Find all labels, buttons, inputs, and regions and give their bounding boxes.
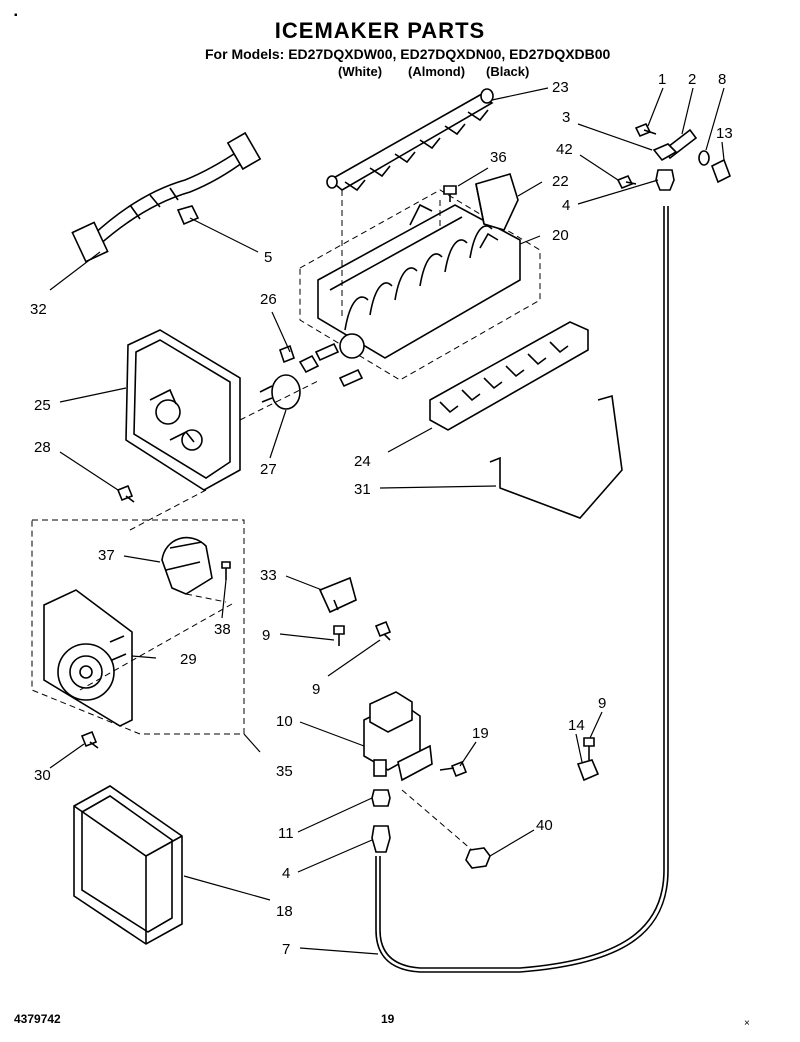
callout-1: 1 <box>658 71 666 88</box>
fill-cup-screw <box>634 122 657 138</box>
motor-coupler <box>259 374 301 410</box>
callout-13: 13 <box>716 125 733 142</box>
callout-25: 25 <box>34 397 51 414</box>
callout-30: 30 <box>34 767 51 784</box>
mold-shaft-bushings <box>279 342 364 388</box>
callout-36: 36 <box>490 149 507 166</box>
callout-32: 32 <box>30 301 47 318</box>
bracket-screw-42 <box>616 174 637 190</box>
callout-4-lower: 4 <box>282 865 290 882</box>
document-number: 4379742 <box>14 1012 61 1026</box>
tube-insert-upper <box>655 169 675 191</box>
fill-cup-bracket <box>652 143 678 162</box>
callout-22: 22 <box>552 173 569 190</box>
leader-lines <box>49 87 725 955</box>
bracket-screw-left <box>333 625 345 646</box>
callout-3: 3 <box>562 109 570 126</box>
shutoff-arm-cover <box>429 321 589 431</box>
water-tube <box>379 206 665 969</box>
mold-dashed-outline <box>299 189 541 381</box>
callout-24: 24 <box>354 453 371 470</box>
callout-27: 27 <box>260 461 277 478</box>
icemaker-shield <box>73 785 183 945</box>
callout-28: 28 <box>34 439 51 456</box>
callout-9-b: 9 <box>312 681 320 698</box>
callout-38: 38 <box>214 621 231 638</box>
callout-26: 26 <box>260 291 277 308</box>
registration-mark-top-left: ▪ <box>14 10 18 21</box>
tube-clamp <box>576 759 600 782</box>
valve-screw <box>439 760 468 778</box>
module-dashed-outline <box>31 519 245 735</box>
callout-4-upper: 4 <box>562 197 570 214</box>
shutoff-arm <box>489 394 623 519</box>
valve-bracket-clip <box>318 576 357 614</box>
callout-23: 23 <box>552 79 569 96</box>
callout-20: 20 <box>552 227 569 244</box>
callout-19: 19 <box>472 725 489 742</box>
callout-14: 14 <box>568 717 585 734</box>
mold-screw <box>443 185 457 202</box>
callout-35: 35 <box>276 763 293 780</box>
tube-insert-lower <box>371 825 391 853</box>
alignment-dashes <box>79 190 441 691</box>
callout-42: 42 <box>556 141 573 158</box>
fill-washer <box>698 150 710 166</box>
callout-labels: 1 2 8 3 13 42 4 23 36 22 20 5 32 26 25 2… <box>30 71 733 958</box>
page-title: ICEMAKER PARTS <box>274 18 486 43</box>
water-valve <box>363 691 433 782</box>
bracket-screw-right <box>374 620 392 641</box>
ejector-blade <box>326 88 494 192</box>
callout-31: 31 <box>354 481 371 498</box>
registration-mark-bottom-right: × <box>744 1018 750 1029</box>
harness-clip <box>176 205 200 226</box>
nut-dashed-line <box>401 789 473 851</box>
cover-screw <box>116 484 135 503</box>
callout-2: 2 <box>688 71 696 88</box>
models-line: For Models: ED27DQXDW00, ED27DQXDN00, ED… <box>205 46 611 62</box>
icemaker-motor <box>161 536 213 595</box>
callout-8: 8 <box>718 71 726 88</box>
motor-screw <box>221 561 231 580</box>
hex-nut <box>465 847 491 869</box>
control-module <box>43 589 133 727</box>
callout-37: 37 <box>98 547 115 564</box>
callout-29: 29 <box>180 651 197 668</box>
compression-nut <box>371 789 391 807</box>
clamp-screw <box>583 737 595 760</box>
ice-mold <box>317 203 521 359</box>
page-number: 19 <box>381 1012 395 1026</box>
callout-7: 7 <box>282 941 290 958</box>
callout-9-c: 9 <box>598 695 606 712</box>
color-white: (White) <box>338 64 383 79</box>
color-black: (Black) <box>486 64 530 79</box>
callout-18: 18 <box>276 903 293 920</box>
callout-40: 40 <box>536 817 553 834</box>
callout-10: 10 <box>276 713 293 730</box>
module-screw <box>80 730 99 749</box>
wire-harness <box>71 131 262 263</box>
callout-33: 33 <box>260 567 277 584</box>
tube-sleeve <box>710 158 732 184</box>
callout-11: 11 <box>278 825 294 842</box>
color-almond: (Almond) <box>408 64 466 79</box>
icemaker-front-cover <box>125 329 241 491</box>
callout-5: 5 <box>264 249 272 266</box>
callout-9-a: 9 <box>262 627 270 644</box>
thermostat-cover <box>475 173 519 231</box>
